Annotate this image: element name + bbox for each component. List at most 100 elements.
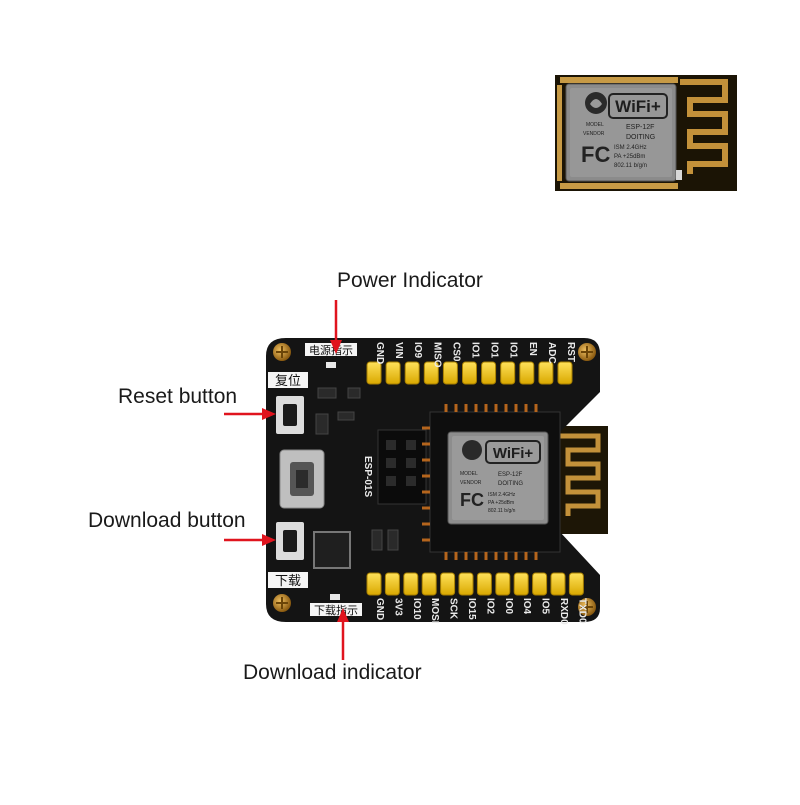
power-indicator-arrow	[330, 300, 342, 354]
module-ism: ISM 2.4GHz	[614, 145, 647, 151]
esp12f-module-photo: WiFi+ MODEL VENDOR ESP-12F DOITING FC IS…	[555, 75, 737, 191]
top-pin-labels: GND VIN IO9 MISO CS0 IO1 IO1 IO1 EN ADC RST	[374, 342, 576, 368]
module-vendor-key: VENDOR	[583, 131, 605, 137]
bottom-pin	[532, 572, 548, 596]
download-led	[330, 594, 340, 600]
bottom-pin-label: TXD0	[576, 598, 587, 624]
mounted-doiting-logo-icon	[462, 440, 482, 460]
top-pin	[500, 361, 516, 385]
power-led	[326, 362, 336, 368]
top-pin-label: IO1	[489, 342, 500, 359]
bottom-pin	[476, 572, 492, 596]
bottom-pin	[550, 572, 566, 596]
top-pin	[462, 361, 477, 385]
bottom-pin	[421, 572, 437, 596]
mounted-vendor-key: VENDOR	[460, 480, 482, 486]
top-pin-header	[366, 361, 573, 385]
reset-button-callout: Reset button	[118, 385, 238, 408]
mounted-fcc-mark: FC	[460, 490, 484, 510]
mounting-screws	[273, 343, 596, 616]
fcc-mark: FC	[581, 142, 610, 167]
top-pin	[423, 361, 439, 385]
micro-usb-port[interactable]	[279, 449, 325, 509]
mounted-model-key: MODEL	[460, 471, 478, 477]
top-pin-label: IO9	[412, 342, 423, 359]
download-button[interactable]	[276, 522, 304, 560]
top-pin-label: CS0	[450, 342, 461, 362]
bottom-pin-label: IO4	[521, 598, 532, 615]
reset-silk: 复位	[275, 374, 301, 389]
bottom-pin-label: IO0	[503, 598, 514, 615]
bottom-pin-label: SCK	[448, 598, 459, 620]
download-indicator-callout: Download indicator	[243, 661, 422, 684]
power-indicator-callout: Power Indicator	[337, 269, 483, 292]
top-pin-label: IO1	[508, 342, 519, 359]
top-pin	[385, 361, 401, 385]
module-model-value: ESP-12F	[626, 124, 654, 131]
reset-button[interactable]	[276, 396, 304, 434]
bottom-pin	[403, 572, 419, 596]
download-indicator-arrow	[337, 608, 349, 660]
top-pin-label: MISO	[431, 342, 442, 368]
esp01s-silk: ESP-01S	[362, 456, 373, 497]
bottom-pin-label: IO10	[411, 598, 422, 620]
top-pin	[519, 361, 535, 385]
usb-serial-chip	[313, 531, 351, 569]
mounted-model-value: ESP-12F	[498, 472, 523, 478]
mounted-esp12f: WiFi+ MODEL VENDOR ESP-12F DOITING FC IS…	[447, 431, 549, 525]
bottom-pin	[458, 572, 474, 596]
bottom-pin	[513, 572, 529, 596]
reset-button-arrow	[224, 408, 276, 420]
module-brand-text: WiFi+	[615, 97, 661, 116]
download-indicator-silk-box	[310, 603, 362, 616]
module-standard: 802.11 b/g/n	[614, 163, 647, 169]
bottom-pin	[384, 572, 400, 596]
mounted-ism: ISM 2.4GHz	[488, 492, 516, 498]
top-pin-label: GND	[374, 342, 385, 364]
module-pa: PA +25dBm	[614, 154, 645, 160]
power-indicator-silk-box	[305, 343, 357, 356]
bottom-pin-header	[366, 572, 584, 596]
module-vendor-value: DOITING	[626, 134, 655, 141]
bottom-pin-label: IO2	[484, 598, 495, 615]
wifi-brand-box	[608, 93, 668, 119]
bottom-pin	[440, 572, 456, 596]
download-indicator-silk: 下载指示	[314, 603, 358, 617]
pcb-antenna-trace	[680, 79, 728, 174]
bottom-pin-label: RXD0	[558, 598, 569, 625]
board-antenna-trace	[560, 433, 601, 516]
download-button-callout: Download button	[88, 509, 246, 532]
download-silk: 下载	[275, 574, 301, 589]
top-pin	[404, 361, 420, 385]
top-pin	[481, 361, 497, 385]
top-pin-label: RST	[565, 342, 576, 362]
download-silk-box	[268, 572, 308, 588]
download-button-arrow	[224, 534, 276, 546]
bottom-pin-label: IO5	[540, 598, 551, 615]
top-pin	[557, 361, 573, 385]
top-pin-label: EN	[527, 342, 538, 356]
top-pin	[366, 361, 382, 385]
top-pin	[442, 361, 458, 385]
bottom-pin-label: IO15	[466, 598, 477, 620]
bottom-pin-label: MOSI	[429, 598, 440, 624]
bottom-pin	[495, 572, 511, 596]
esp01s-socket	[377, 429, 427, 505]
top-pin	[538, 361, 554, 385]
top-pin-label: VIN	[393, 342, 404, 359]
dev-board: 电源指示 复位 下载 下载指示	[266, 338, 608, 625]
top-pin-label: ADC	[546, 342, 557, 364]
bottom-pin	[366, 572, 382, 596]
module-model-key: MODEL	[586, 122, 604, 128]
mounted-standard: 802.11 b/g/n	[488, 508, 516, 514]
reset-silk-box	[268, 372, 308, 388]
mounted-vendor-value: DOITING	[498, 481, 523, 487]
bottom-pin-label: GND	[374, 598, 385, 620]
mounted-brand-text: WiFi+	[493, 445, 534, 462]
module-led	[676, 170, 682, 180]
power-indicator-silk: 电源指示	[309, 343, 353, 357]
top-pin-label: IO1	[470, 342, 481, 359]
